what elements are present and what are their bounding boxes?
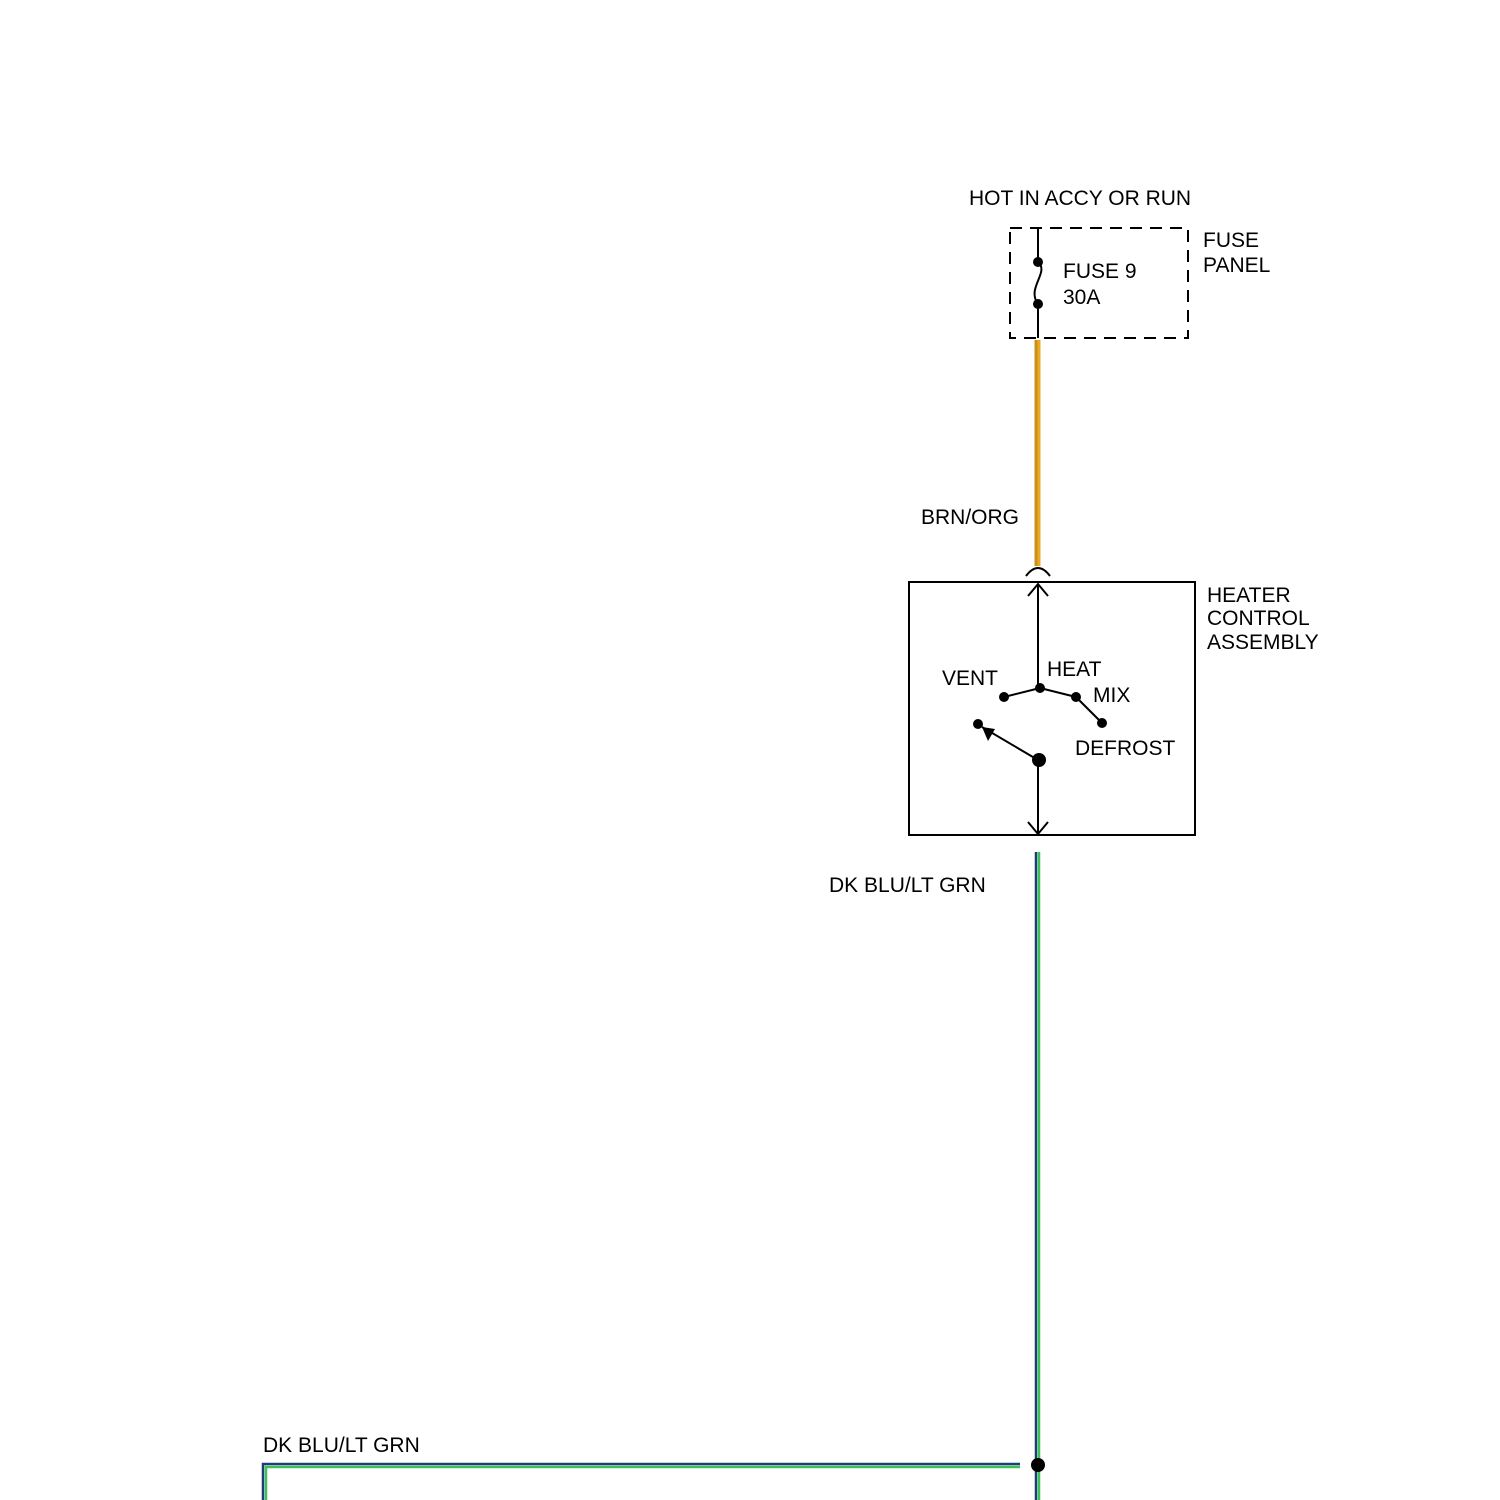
selector-contact-vent [1004,688,1040,697]
heater-control-box [909,582,1195,835]
wire-branch-label: DK BLU/LT GRN [263,1434,420,1458]
selector-hub-heat [1035,683,1045,693]
fuse-symbol [1035,262,1042,304]
wire-feed-label: BRN/ORG [921,506,1019,530]
selector-terminal-vent [999,692,1009,702]
position-mix-label: MIX [1093,684,1130,708]
selector-contact-mix [1040,688,1076,697]
fuse-panel-label-line2: PANEL [1203,254,1270,278]
wire-dk-blu-lt-grn-branch [263,1464,1020,1500]
position-vent-label: VENT [942,667,998,691]
wire-output-label: DK BLU/LT GRN [829,874,986,898]
wire-dk-blu-lt-grn-vertical [1036,852,1039,1500]
heater-control-label-line3: ASSEMBLY [1207,631,1319,655]
source-label: HOT IN ACCY OR RUN [969,187,1191,211]
wire-branch-stripe-1 [263,1464,1020,1500]
heater-control-label-line1: HEATER [1207,584,1291,608]
wire-brn-org [1036,340,1039,566]
connector-symbol [1026,568,1050,576]
switch-blade-end [973,719,983,729]
position-heat-label: HEAT [1047,658,1101,682]
fuse-panel-label-line1: FUSE [1203,229,1259,253]
splice-point [1031,1458,1045,1472]
fuse-rating-label: 30A [1063,286,1100,310]
fuse-name-label: FUSE 9 [1063,260,1137,284]
heater-control-label-line2: CONTROL [1207,607,1310,631]
position-defrost-label: DEFROST [1075,737,1175,761]
selector-terminal-defrost [1097,718,1107,728]
wire-branch-stripe-2 [266,1467,1020,1500]
heater-control-assembly [909,582,1195,835]
selector-terminal-mix [1071,692,1081,702]
